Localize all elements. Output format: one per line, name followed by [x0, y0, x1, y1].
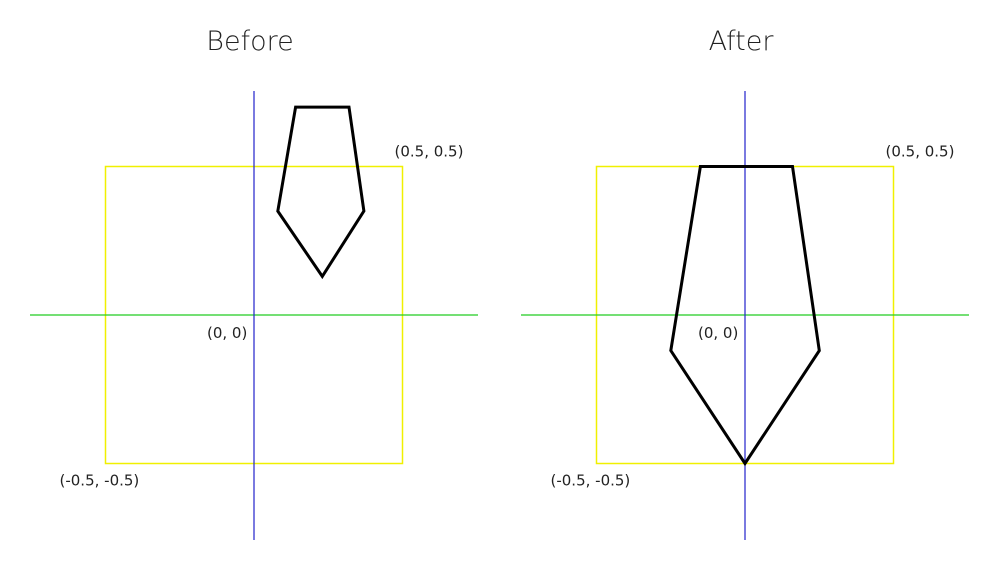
label-top-right: (0.5, 0.5) — [886, 143, 955, 161]
label-origin: (0, 0) — [698, 324, 738, 342]
panel-before: Before (0.5, 0.5) (0, 0) (-0.5, -0.5) — [30, 26, 478, 540]
panel-after: After (0.5, 0.5) (0, 0) (-0.5, -0.5) — [491, 0, 991, 570]
panel-title-after: After — [708, 26, 774, 57]
shape-polygon — [669, 165, 821, 467]
label-top-right: (0.5, 0.5) — [395, 143, 464, 161]
diagram-before: (0.5, 0.5) (0, 0) (-0.5, -0.5) — [30, 91, 478, 540]
diagram-after: (0.5, 0.5) (0, 0) (-0.5, -0.5) — [521, 91, 969, 540]
panel-title-before: Before — [206, 26, 294, 57]
label-origin: (0, 0) — [207, 324, 247, 342]
label-bottom-left: (-0.5, -0.5) — [551, 472, 631, 490]
label-bottom-left: (-0.5, -0.5) — [60, 472, 140, 490]
shape-polygon — [276, 105, 366, 280]
